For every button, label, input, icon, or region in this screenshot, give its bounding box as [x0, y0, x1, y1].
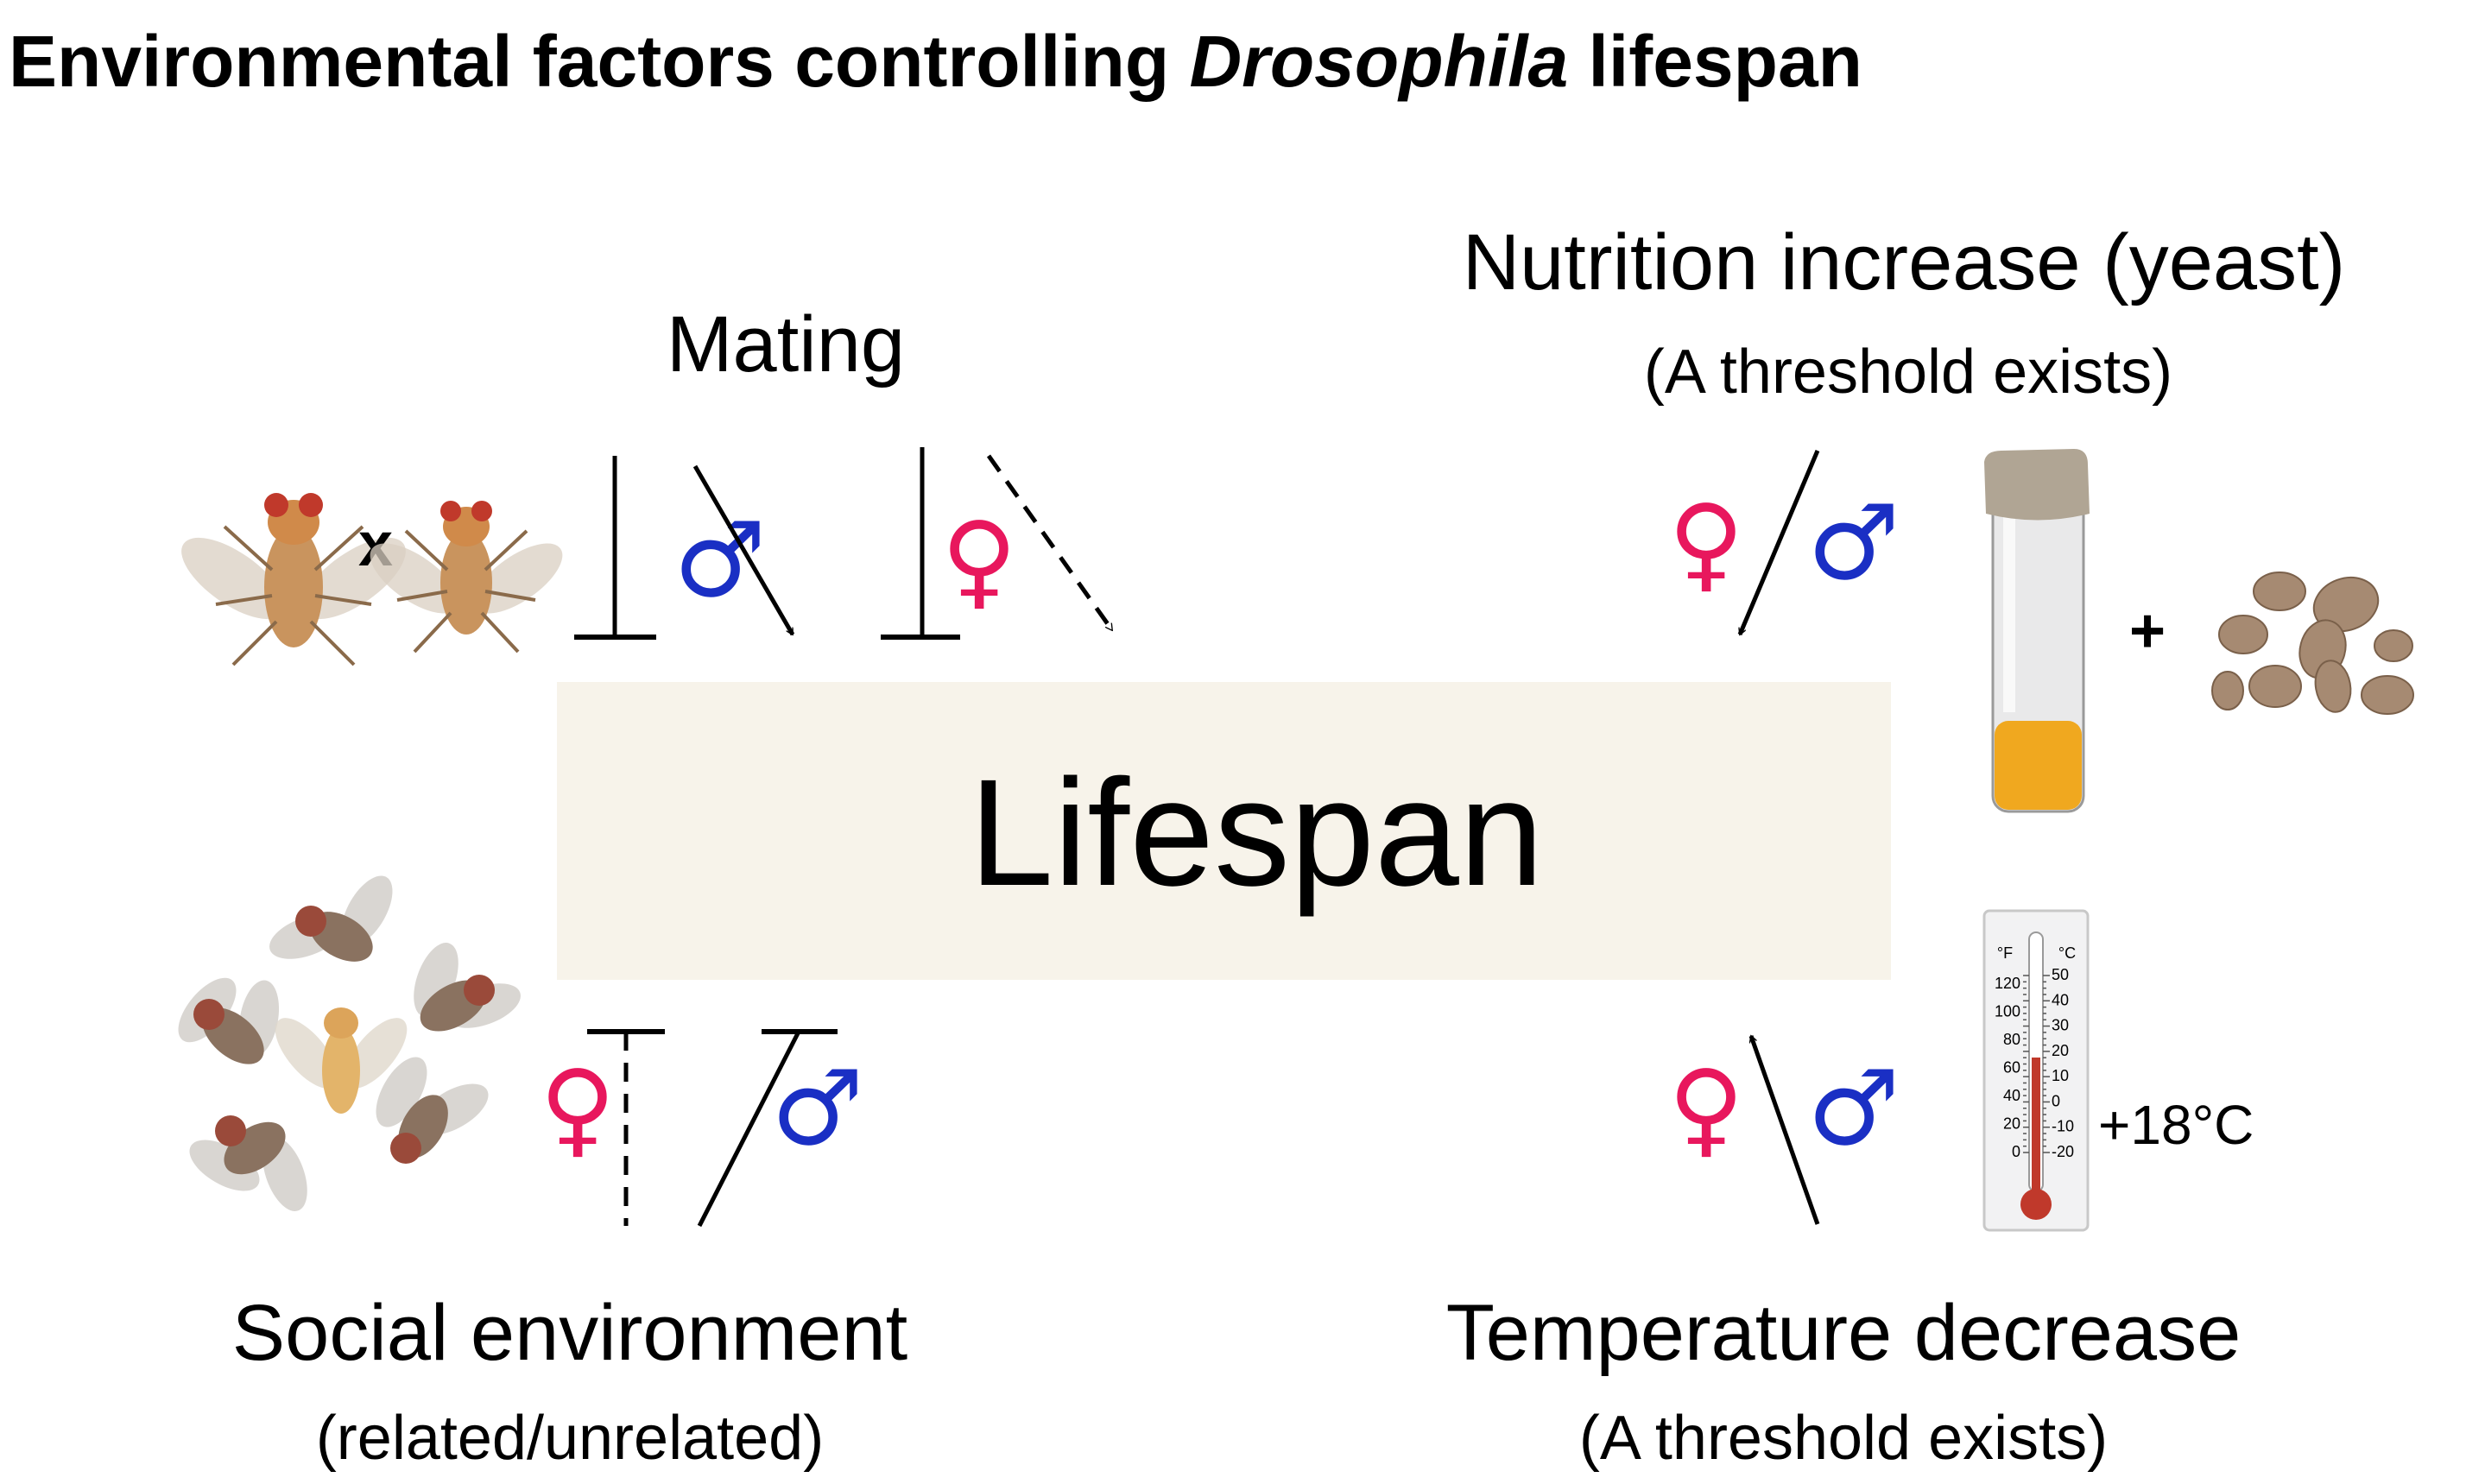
fly-icon: [178, 977, 280, 1064]
thermometer-c-tick-label: -10: [2052, 1118, 2074, 1135]
fly-icon: [370, 501, 563, 654]
mating-male-inhibition: [574, 456, 656, 640]
thermometer-c-tick-label: 40: [2052, 991, 2069, 1008]
male-symbol: ♂: [1807, 483, 1900, 603]
nutrition-note: (A threshold exists): [1644, 338, 2172, 407]
thermometer-c-tick-label: 50: [2052, 966, 2069, 983]
female-symbol: ♀: [1668, 1049, 1744, 1169]
lifespan-label: Lifespan: [969, 748, 1543, 918]
page-title: Environmental factors controlling Drosop…: [9, 21, 1862, 102]
thermometer-c-tick-label: -20: [2052, 1143, 2074, 1160]
yeast-icon: [2211, 571, 2414, 715]
fly-icon: [414, 943, 521, 1032]
thermometer-c-tick-label: 20: [2052, 1042, 2069, 1059]
mating-flies-pair: x: [181, 493, 563, 666]
lifespan-box: [557, 682, 1891, 980]
temperature-label: Temperature decrease: [1446, 1289, 2242, 1377]
mating-female-arrow: [986, 454, 1115, 630]
temperature-arrow: [1751, 1036, 1820, 1225]
mating-male-arrow: [692, 464, 795, 635]
social-label: Social environment: [232, 1289, 907, 1377]
thermometer-f-scale: 120 100 80 60 40 20 0: [1995, 975, 2020, 1160]
female-symbol: ♀: [941, 501, 1017, 621]
nutrition-arrow: [1737, 450, 1820, 635]
fly-icon: [376, 1057, 489, 1164]
thermometer-f-tick-label: 80: [2003, 1031, 2020, 1048]
female-symbol: ♀: [1668, 483, 1744, 603]
male-symbol: ♂: [673, 501, 767, 621]
thermometer-c-tick-label: 0: [2052, 1092, 2060, 1109]
thermometer-f-tick-label: 120: [1995, 975, 2020, 992]
nutrition-label: Nutrition increase (yeast): [1463, 218, 2346, 306]
fly-icon: [189, 1115, 307, 1211]
thermometer-c-label: °C: [2058, 944, 2076, 962]
title-part-2: lifespan: [1568, 21, 1862, 102]
thermometer-f-tick-label: 0: [2012, 1143, 2020, 1160]
temperature-note: (A threshold exists): [1579, 1404, 2108, 1473]
title-part-1: Environmental factors controlling: [9, 21, 1190, 102]
thermometer-f-tick-label: 60: [2003, 1059, 2020, 1077]
thermometer-f-tick-label: 100: [1995, 1003, 2020, 1020]
thermometer-c-scale: 50 40 30 20 10 0 -10 -20: [2052, 966, 2074, 1160]
temperature-reading: +18°C: [2098, 1094, 2254, 1156]
thermometer-f-tick-label: 40: [2003, 1087, 2020, 1104]
male-symbol: ♂: [771, 1049, 864, 1169]
thermometer-c-tick-label: 10: [2052, 1067, 2069, 1084]
male-symbol: ♂: [1807, 1049, 1900, 1169]
thermometer-f-tick-label: 20: [2003, 1115, 2020, 1133]
social-flies-group: [178, 875, 521, 1211]
thermometer-tick-marks: [2023, 975, 2050, 1153]
title-species: Drosophila: [1190, 21, 1569, 102]
mating-female-inhibition: [881, 447, 960, 640]
mating-label: Mating: [667, 300, 905, 388]
social-male-inhibition: [697, 1029, 838, 1228]
female-symbol: ♀: [540, 1049, 616, 1169]
social-note: (related/unrelated): [316, 1404, 824, 1473]
food-vial-icon: [1984, 449, 2090, 813]
social-female-inhibition: [587, 1029, 665, 1226]
thermometer-f-label: °F: [1997, 944, 2013, 962]
thermometer-c-tick-label: 30: [2052, 1017, 2069, 1034]
fly-icon: [275, 1007, 408, 1114]
fly-icon: [269, 875, 393, 962]
nutrition-plus: +: [2129, 597, 2166, 666]
